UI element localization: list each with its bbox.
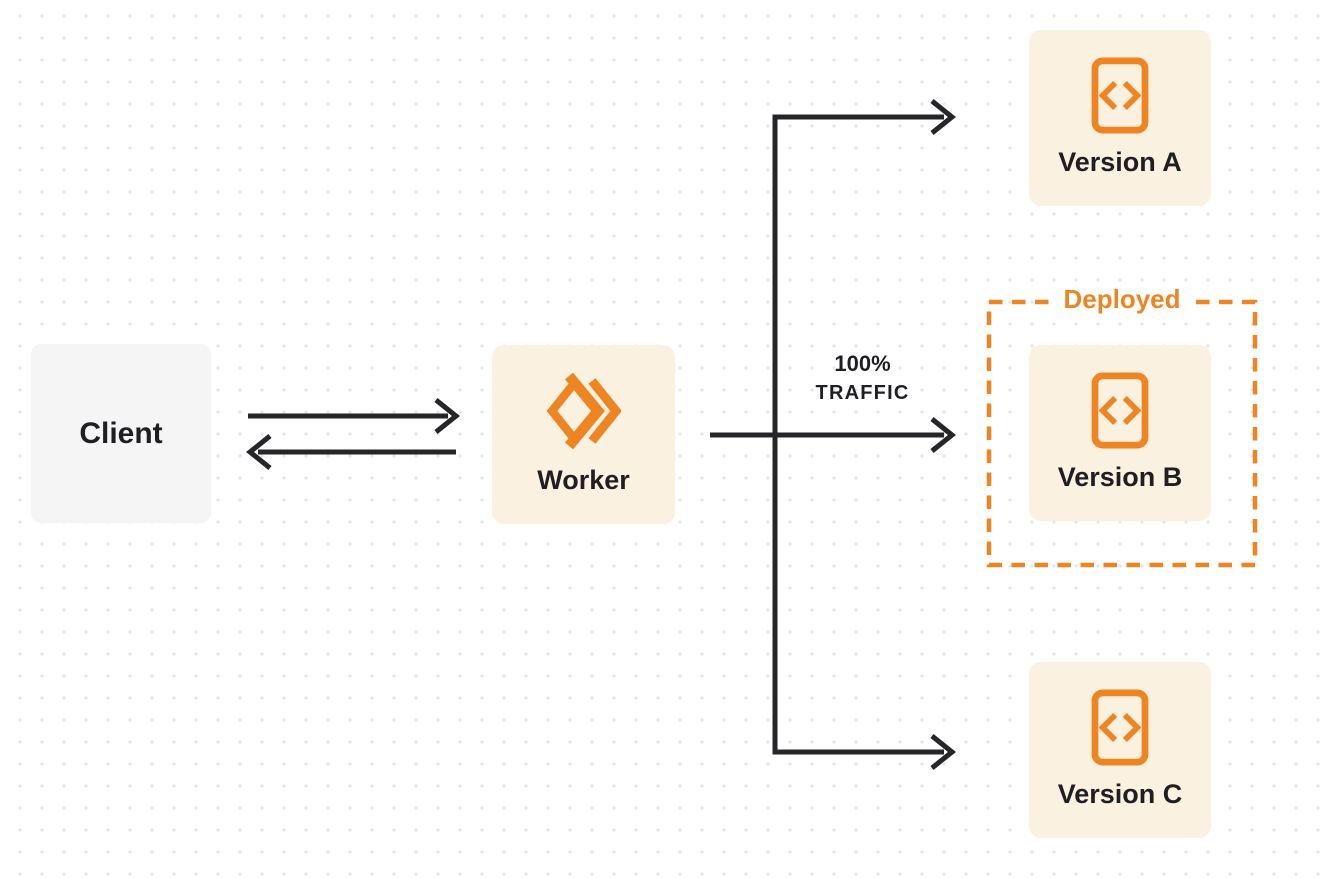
deployed-label: Deployed (1049, 282, 1195, 316)
code-file-icon (1091, 372, 1149, 449)
version-a-node: Version A (1029, 30, 1211, 206)
cloudflare-workers-logo-icon (546, 372, 621, 449)
deployed-zone: Deployed (986, 282, 1258, 568)
code-file-icon (1091, 57, 1149, 134)
arrowhead-client-to-worker (434, 398, 461, 434)
version-a-label: Version A (1058, 147, 1182, 178)
traffic-percentage-value: 100% (834, 351, 891, 376)
version-b-node: Version B (1029, 345, 1211, 521)
arrowhead-version-c (930, 734, 957, 770)
client-label: Client (79, 416, 163, 450)
traffic-percentage-label: 100% TRAFFIC (775, 351, 950, 409)
arrowhead-version-a (930, 99, 957, 135)
branch-trunk-to-versions-a-c (772, 114, 944, 755)
arrowhead-worker-to-client (245, 434, 272, 470)
worker-label: Worker (537, 464, 630, 495)
deployed-dashed-border (986, 299, 1258, 568)
version-c-node: Version C (1029, 662, 1211, 838)
version-c-label: Version C (1057, 779, 1183, 810)
client-node: Client (31, 344, 211, 523)
version-b-label: Version B (1057, 462, 1183, 493)
code-file-icon (1091, 689, 1149, 766)
arrowhead-version-b (930, 417, 957, 453)
worker-node: Worker (492, 345, 675, 524)
traffic-word: TRAFFIC (815, 382, 910, 404)
